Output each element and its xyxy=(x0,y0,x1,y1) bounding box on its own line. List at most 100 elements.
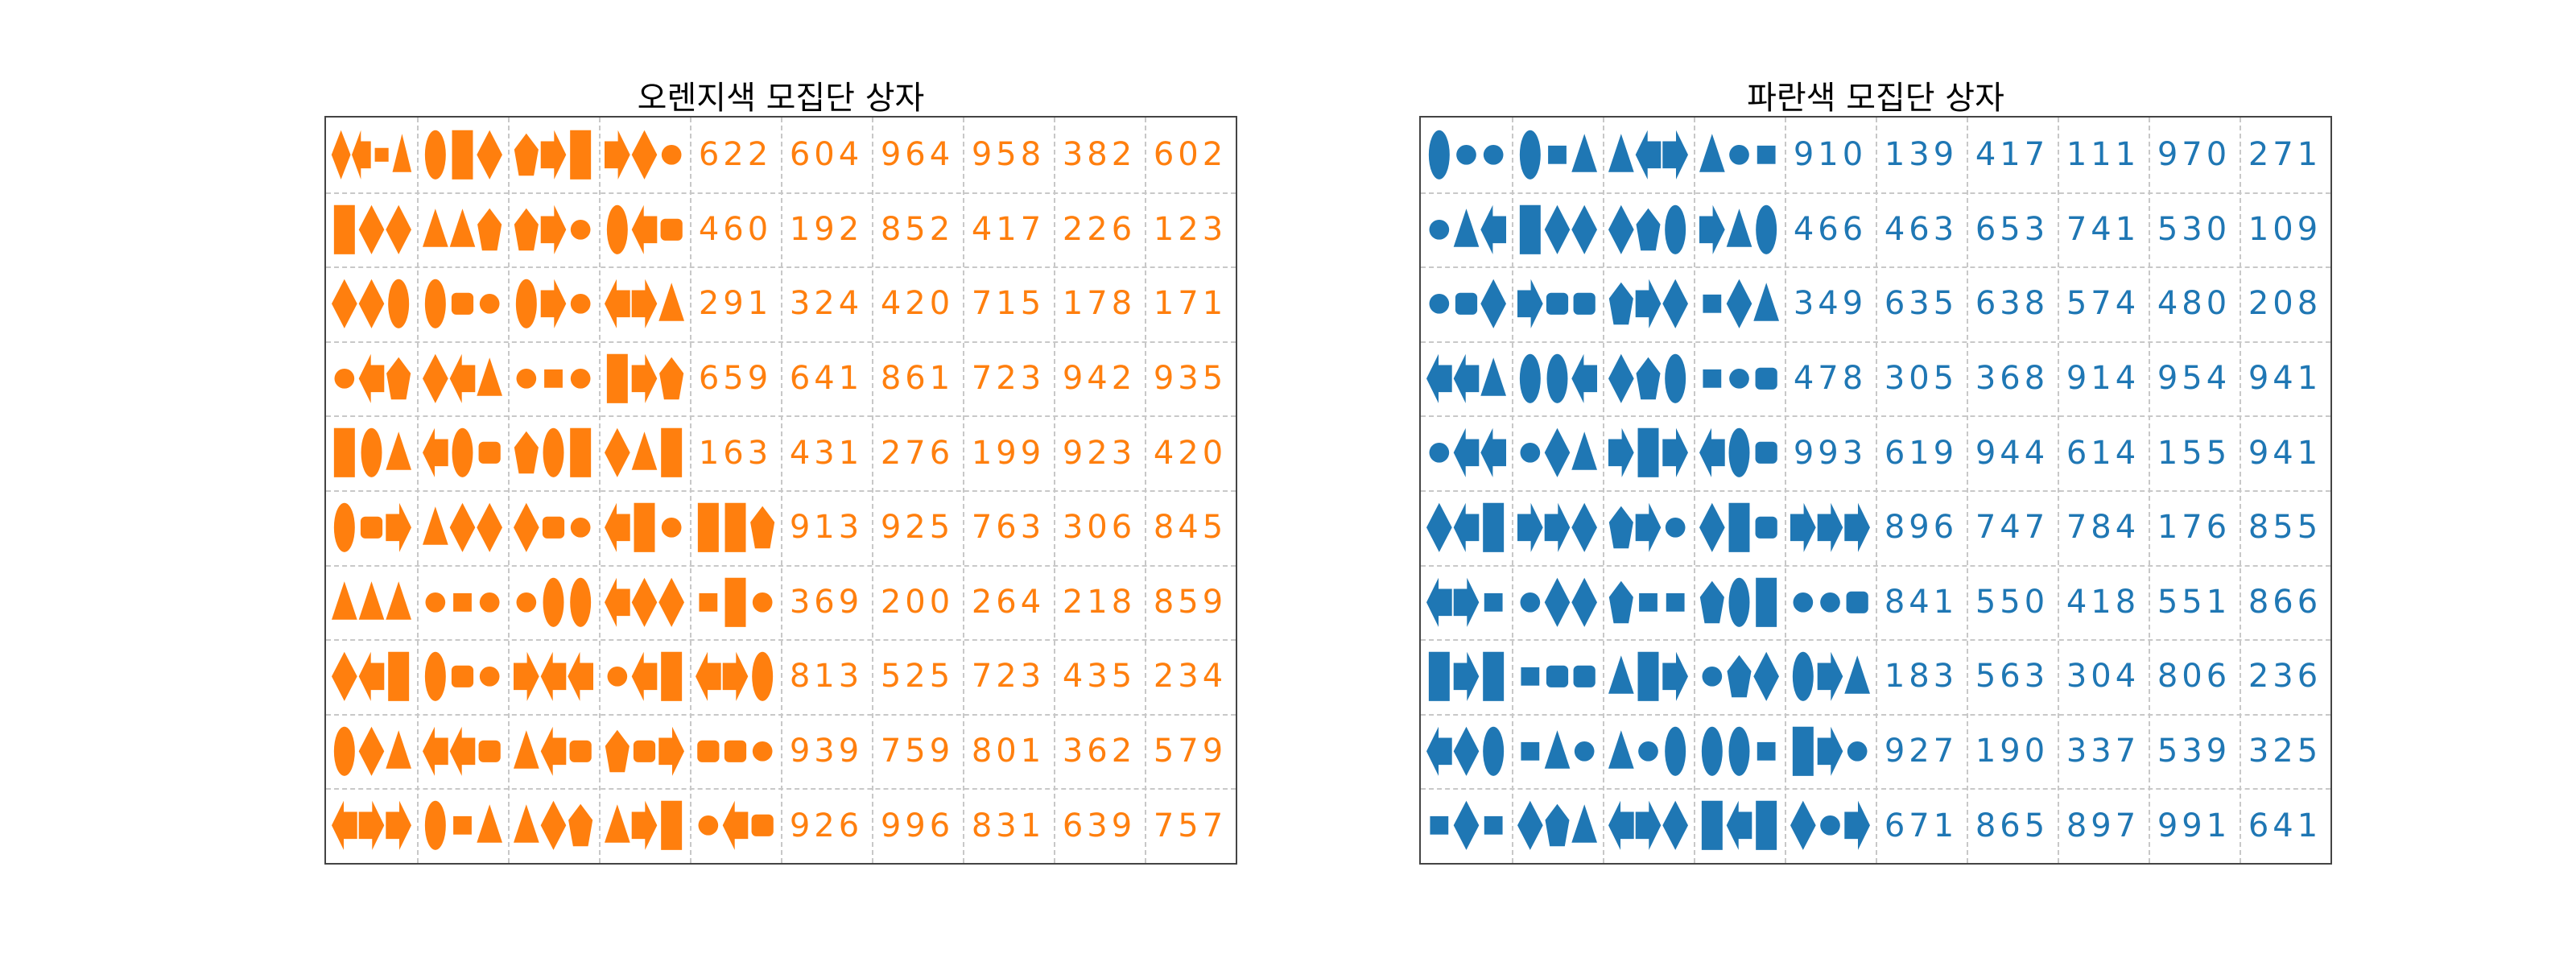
shape-group xyxy=(606,204,683,254)
triangle-icon xyxy=(631,431,658,471)
square-icon xyxy=(453,816,472,836)
diamond-icon xyxy=(1608,353,1634,403)
shape-group xyxy=(1608,502,1686,552)
number-cell: 539 xyxy=(2149,714,2240,789)
triangle-icon xyxy=(1571,134,1597,172)
ellipse-icon xyxy=(424,651,446,702)
shape-group-cell xyxy=(1694,415,1785,490)
rounded-square-icon xyxy=(451,292,474,316)
square-icon xyxy=(1430,816,1449,836)
number-cell: 563 xyxy=(1967,639,2058,714)
number-value: 139 xyxy=(1884,136,1959,174)
shape-group-cell xyxy=(1512,341,1603,416)
number-cell: 325 xyxy=(2240,714,2330,789)
number-value: 865 xyxy=(1975,807,2050,844)
arrow-left-icon xyxy=(1726,801,1752,851)
shape-group xyxy=(423,353,502,403)
grid-line-horizontal xyxy=(326,341,1236,343)
shape-group xyxy=(516,368,591,389)
rect-icon xyxy=(724,577,746,627)
number-value: 417 xyxy=(1975,136,2050,174)
arrow-left-icon xyxy=(1453,502,1480,552)
number-value: 362 xyxy=(1062,733,1137,770)
diamond-icon xyxy=(1544,577,1571,627)
number-cell: 638 xyxy=(1967,266,2058,341)
arrow-left-icon xyxy=(605,279,630,329)
shape-group-cell xyxy=(1785,788,1876,863)
shape-group xyxy=(1608,801,1688,851)
arrow-left-icon xyxy=(540,726,567,776)
shape-group-cell xyxy=(690,788,781,863)
number-cell: 550 xyxy=(1967,565,2058,640)
number-cell: 431 xyxy=(781,415,872,490)
rounded-square-icon xyxy=(478,442,501,464)
number-value: 926 xyxy=(789,807,864,844)
triangle-icon xyxy=(386,431,411,471)
number-value: 914 xyxy=(2066,360,2140,398)
number-cell: 139 xyxy=(1876,118,1967,192)
number-cell: 291 xyxy=(690,266,781,341)
rounded-square-icon xyxy=(1846,591,1868,613)
number-cell: 759 xyxy=(872,714,963,789)
number-value: 653 xyxy=(1975,210,2050,248)
triangle-icon xyxy=(605,804,630,844)
number-cell: 958 xyxy=(963,118,1054,192)
shape-group-cell xyxy=(1694,118,1785,192)
circle-icon xyxy=(516,592,537,613)
circle-icon xyxy=(570,294,591,314)
shape-group xyxy=(333,726,411,776)
triangle-icon xyxy=(658,283,684,321)
number-cell: 417 xyxy=(963,192,1054,267)
arrow-left-icon xyxy=(1426,353,1452,403)
shape-group xyxy=(424,801,502,851)
shape-group-cell xyxy=(1512,714,1603,789)
shape-group xyxy=(514,204,591,254)
number-value: 325 xyxy=(2248,733,2322,770)
shape-group-cell xyxy=(1694,266,1785,341)
shape-group-cell xyxy=(417,639,508,714)
circle-icon xyxy=(1729,144,1749,165)
number-cell: 190 xyxy=(1967,714,2058,789)
number-value: 855 xyxy=(2248,509,2322,547)
shape-group-cell xyxy=(1694,565,1785,640)
arrow-right-icon xyxy=(1790,502,1816,552)
number-value: 417 xyxy=(971,210,1046,248)
arrow-right-icon xyxy=(1517,502,1543,552)
number-cell: 896 xyxy=(1876,490,1967,565)
shape-group xyxy=(1519,130,1597,180)
pentagon-icon xyxy=(1727,654,1752,698)
shape-group-cell xyxy=(508,714,599,789)
number-cell: 200 xyxy=(872,565,963,640)
number-cell: 996 xyxy=(872,788,963,863)
grid-line-horizontal xyxy=(1421,564,2330,567)
number-value: 183 xyxy=(1884,658,1959,696)
number-value: 111 xyxy=(2066,136,2140,174)
grid-line-horizontal xyxy=(1421,713,2330,716)
arrow-right-icon xyxy=(1662,651,1688,702)
shape-group-cell xyxy=(1421,714,1512,789)
square-icon xyxy=(453,592,472,612)
pentagon-icon xyxy=(659,357,684,399)
shape-group xyxy=(332,651,410,702)
number-value: 996 xyxy=(880,807,955,844)
shape-group xyxy=(1521,730,1595,769)
shape-group-cell xyxy=(508,118,599,192)
number-value: 369 xyxy=(789,583,864,621)
pentagon-icon xyxy=(1636,208,1661,250)
arrow-right-icon xyxy=(605,130,630,180)
number-value: 155 xyxy=(2157,434,2231,472)
pentagon-icon xyxy=(1608,282,1633,325)
square-icon xyxy=(1521,667,1540,686)
number-cell: 337 xyxy=(2058,714,2149,789)
shape-group-cell xyxy=(1421,639,1512,714)
circle-icon xyxy=(1574,741,1595,762)
shape-group xyxy=(1520,428,1597,478)
number-value: 942 xyxy=(1062,360,1137,398)
triangle-icon xyxy=(332,580,357,620)
panel-title: 파란색 모집단 상자 xyxy=(1747,80,2004,117)
shape-group-cell xyxy=(599,415,690,490)
number-cell: 417 xyxy=(1967,118,2058,192)
number-cell: 941 xyxy=(2240,415,2330,490)
triangle-icon xyxy=(1544,730,1571,769)
number-value: 723 xyxy=(971,658,1046,696)
